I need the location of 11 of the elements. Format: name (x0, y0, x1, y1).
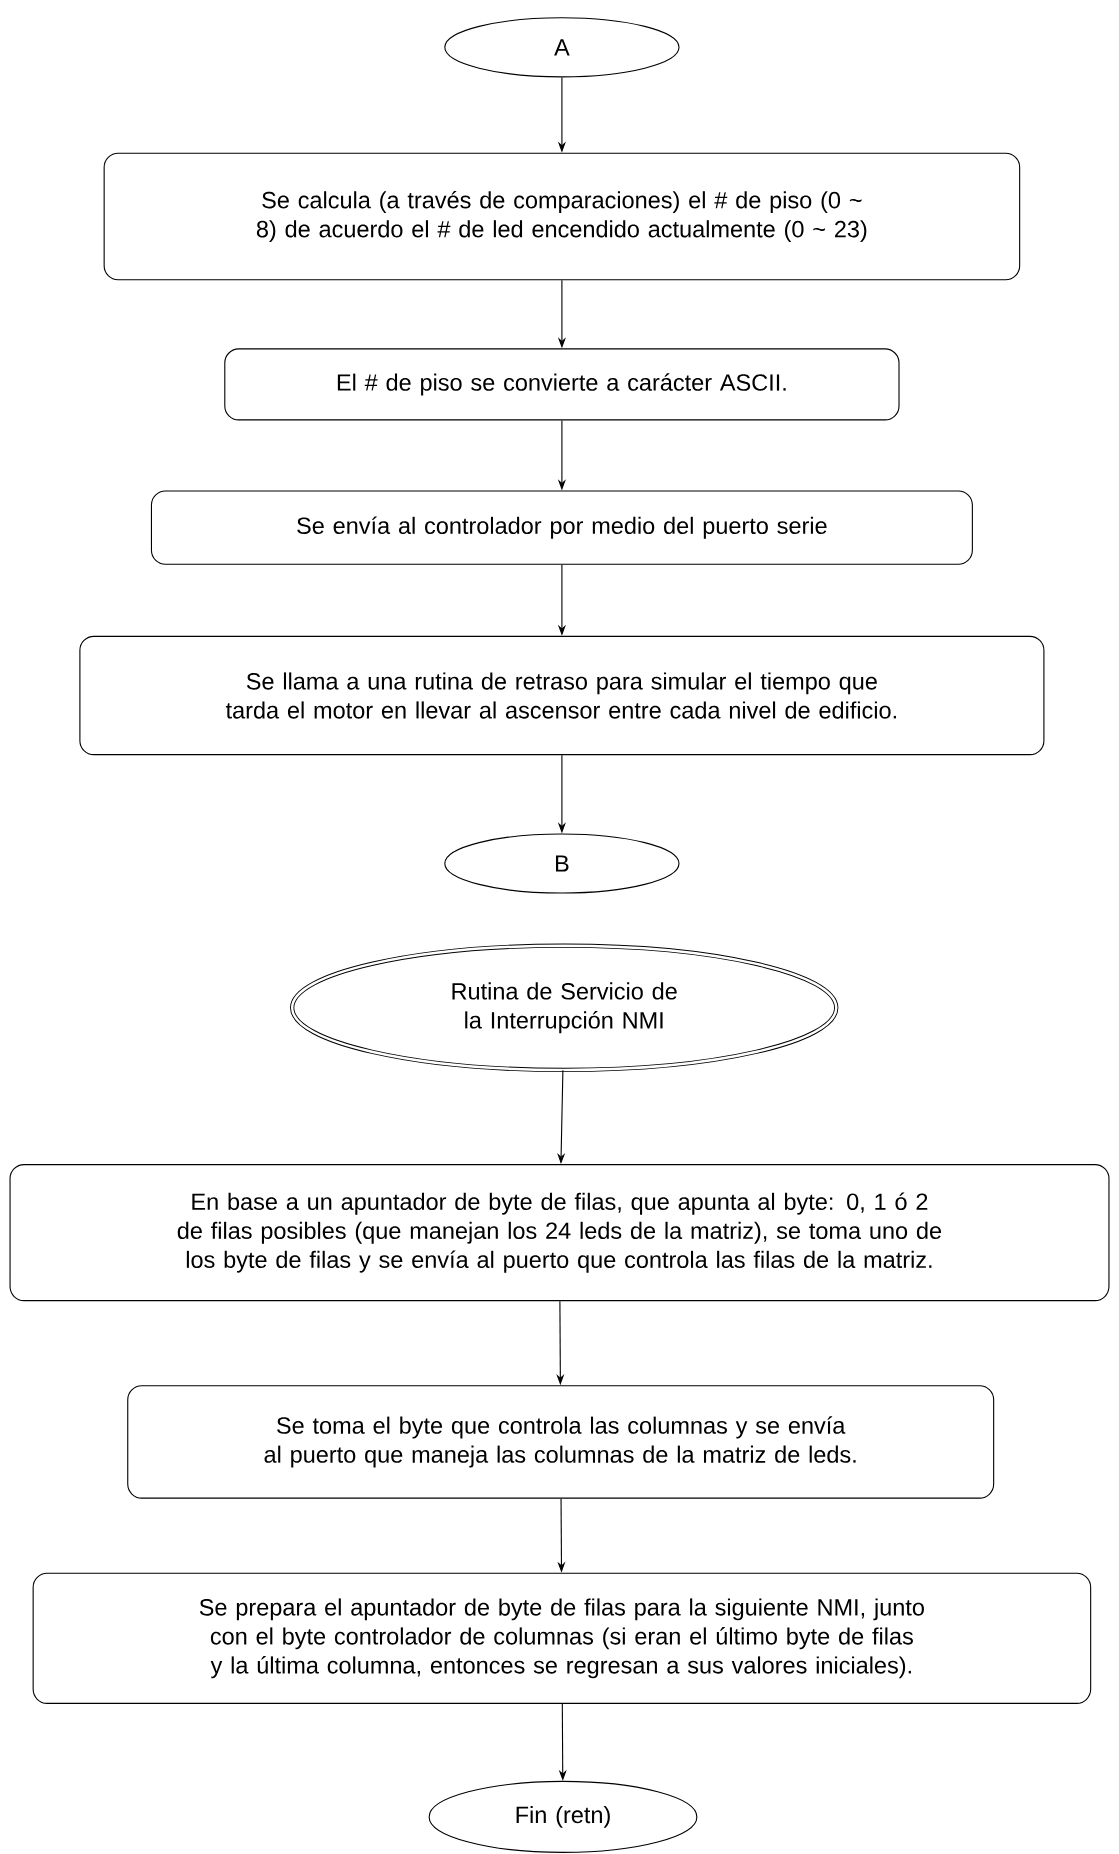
start-oval: Rutina de Servicio de la Interrupción NMI (290, 943, 839, 1073)
process-box: Se prepara el apuntador de byte de filas para la siguiente NMI, junto con el byte controlador de columnas (si eran el último byte de filas y la última columna, entonces se regresan a sus valores iniciales). (32, 1572, 1092, 1704)
terminal-oval: Fin (retn) (428, 1780, 698, 1853)
process-box: Se envía al controlador por medio del puerto serie (150, 490, 973, 565)
terminal-oval: B (444, 833, 680, 894)
process-box: Se llama a una rutina de retraso para simular el tiempo que tarda el motor en llevar al ascensor entre cada nivel de edificio. (79, 635, 1045, 756)
process-box: En base a un apuntador de byte de filas, que apunta al byte: 0, 1 ó 2 de filas posibles (que manejan los 24 leds de la matriz), se toma uno de los byte de filas y se envía al puerto que controla las filas de la matriz. (9, 1164, 1110, 1302)
process-box: El # de piso se convierte a carácter ASCII. (224, 348, 900, 421)
process-box: Se toma el byte que controla las columnas y se envía al puerto que maneja las columnas de la matriz de leds. (127, 1385, 995, 1499)
terminal-oval: A (444, 17, 680, 78)
process-box: Se calcula (a través de comparaciones) el # de piso (0 ~ 8) de acuerdo el # de led encendido actualmente (0 ~ 23) (103, 152, 1021, 281)
